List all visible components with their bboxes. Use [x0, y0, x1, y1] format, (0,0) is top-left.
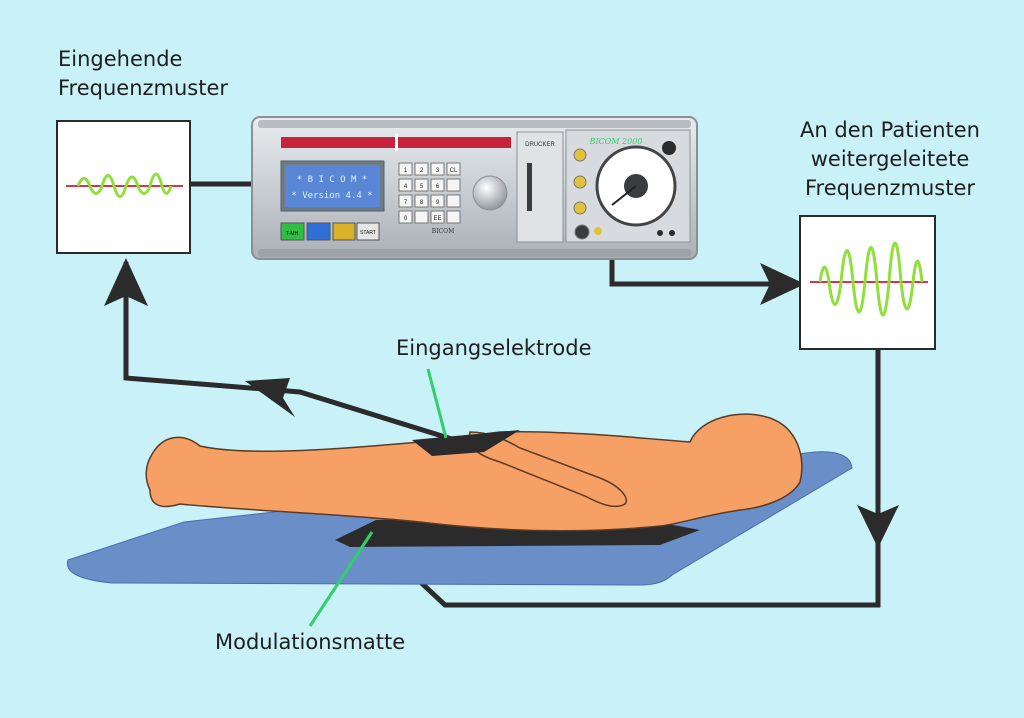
- keypad-key-label: 8: [420, 200, 424, 206]
- arrowheads: [104, 258, 899, 548]
- keypad-key-label: CL: [450, 168, 458, 174]
- svg-text:START: START: [360, 230, 376, 236]
- keypad-key: [414, 210, 429, 224]
- frequency-knob: [472, 175, 508, 211]
- keypad-key-label: 6: [436, 184, 440, 190]
- keypad-key: [398, 162, 413, 176]
- keypad-key: [430, 178, 445, 192]
- keypad-key-label: 0: [404, 216, 408, 222]
- keypad-key: [414, 162, 429, 176]
- keypad-key-label: 1: [404, 168, 408, 174]
- patient-arm: [468, 431, 627, 508]
- output-socket: [574, 224, 590, 240]
- outgoing-pattern-label: An den Patienten weitergeleitete Frequen…: [800, 118, 980, 200]
- keypad-key-label: 5: [420, 184, 424, 190]
- keypad-key-label: 2: [420, 168, 424, 174]
- device-keypad: 1 2 3 CL 4 5 6 7 8 9 0 EE: [398, 162, 461, 224]
- outgoing-monitor: [799, 215, 936, 350]
- keypad-key: [446, 162, 461, 176]
- patient-body: [145, 413, 803, 532]
- incoming-pattern-label: Eingehende Frequenzmuster: [58, 47, 229, 100]
- keypad-key: [446, 178, 461, 192]
- keypad-key: [430, 194, 445, 208]
- keypad-key-label: 4: [404, 184, 408, 190]
- display-line-1: * B I C O M *: [297, 175, 367, 185]
- keypad-key-label: 9: [436, 200, 440, 206]
- device-model: BICOM 2000: [589, 137, 643, 146]
- device-display: [285, 165, 380, 207]
- keypad-key: [430, 162, 445, 176]
- device-button-green: [280, 222, 305, 241]
- outgoing-wave: [818, 241, 924, 317]
- incoming-wave: [76, 172, 173, 198]
- device-button-start: [356, 222, 380, 241]
- bicom-device: * B I C O M * * Version 4.4 * T-MH START…: [251, 116, 698, 260]
- keypad-key: [446, 194, 461, 208]
- keypad-key-label: 3: [436, 168, 440, 174]
- mat-pointer: [308, 531, 374, 627]
- input-electrode: [412, 430, 520, 456]
- arrow-down-icon: [857, 505, 899, 548]
- keypad-key-label: 7: [404, 200, 408, 206]
- electrode-pointer: [426, 368, 448, 439]
- incoming-monitor: [56, 120, 191, 254]
- printer-label: DRUCKER: [525, 142, 555, 148]
- keypad-key: [414, 178, 429, 192]
- keypad-key: [398, 178, 413, 192]
- keypad-key: [414, 194, 429, 208]
- keypad-key: [446, 210, 461, 224]
- keypad-key: [430, 210, 445, 224]
- keypad-key: [398, 194, 413, 208]
- arrow-right-icon: [760, 263, 805, 305]
- mat-label: Modulationsmatte: [215, 630, 406, 654]
- device-button-blue: [306, 222, 331, 241]
- electrode-label: Eingangselektrode: [396, 336, 592, 360]
- arrow-up-icon: [104, 258, 148, 306]
- line-electrode-to-input: [123, 262, 456, 443]
- svg-text:T-MH: T-MH: [286, 231, 299, 237]
- device-brand: BICOM: [432, 228, 454, 235]
- device-button-yellow: [332, 222, 356, 241]
- arrow-left-icon: [245, 378, 295, 417]
- keypad-key-label: EE: [433, 216, 441, 222]
- keypad-key: [398, 210, 413, 224]
- line-device-to-output: [609, 257, 800, 287]
- display-line-2: * Version 4.4 *: [291, 191, 372, 201]
